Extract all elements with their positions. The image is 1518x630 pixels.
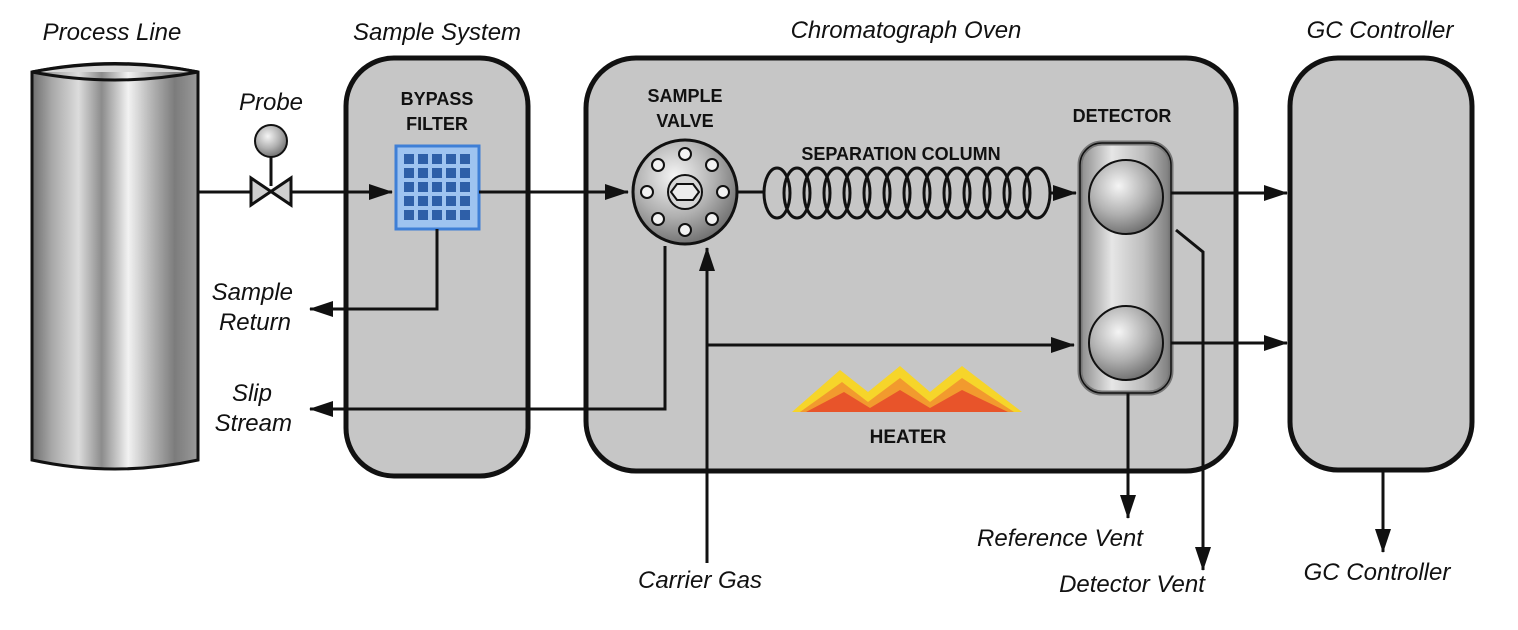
sample-system-header: Sample System	[353, 19, 521, 46]
chromatograph-oven-header: Chromatograph Oven	[791, 17, 1022, 44]
detector-vent-line	[1175, 228, 1211, 571]
gc-controller-output-label: GC Controller	[1304, 559, 1452, 586]
slip-stream-label-2: Stream	[215, 410, 292, 437]
bypass-filter-icon	[394, 144, 481, 231]
sample-return-label-2: Return	[219, 309, 291, 336]
probe-icon	[249, 124, 293, 208]
detector-icon	[1077, 140, 1174, 396]
heater-icon	[792, 366, 1022, 412]
chromatograph-oven-panel	[583, 55, 1239, 474]
process-line-pipe	[30, 62, 200, 471]
carrier-gas-label: Carrier Gas	[638, 567, 762, 594]
reference-vent-label: Reference Vent	[977, 525, 1144, 552]
detector-vent-label: Detector Vent	[1059, 571, 1206, 598]
bypass-filter-label-2: FILTER	[406, 114, 468, 134]
sample-return-line	[309, 229, 439, 317]
separation-column-label: SEPARATION COLUMN	[801, 144, 1000, 164]
separation-column-icon	[762, 166, 1052, 220]
sample-return-label-1: Sample	[212, 279, 293, 306]
sample-valve-label-2: VALVE	[656, 111, 713, 131]
sample-valve-label-1: SAMPLE	[647, 86, 722, 106]
slip-stream-label-1: Slip	[232, 380, 272, 407]
gc-controller-header: GC Controller	[1307, 17, 1455, 44]
process-line-header: Process Line	[43, 19, 182, 46]
detector-label: DETECTOR	[1073, 106, 1172, 126]
bypass-filter-label-1: BYPASS	[401, 89, 474, 109]
sample-valve-icon	[631, 138, 739, 246]
probe-label: Probe	[239, 89, 303, 116]
heater-label: HEATER	[870, 427, 947, 448]
gc-controller-panel	[1287, 55, 1475, 473]
slip-stream-line	[309, 246, 667, 417]
